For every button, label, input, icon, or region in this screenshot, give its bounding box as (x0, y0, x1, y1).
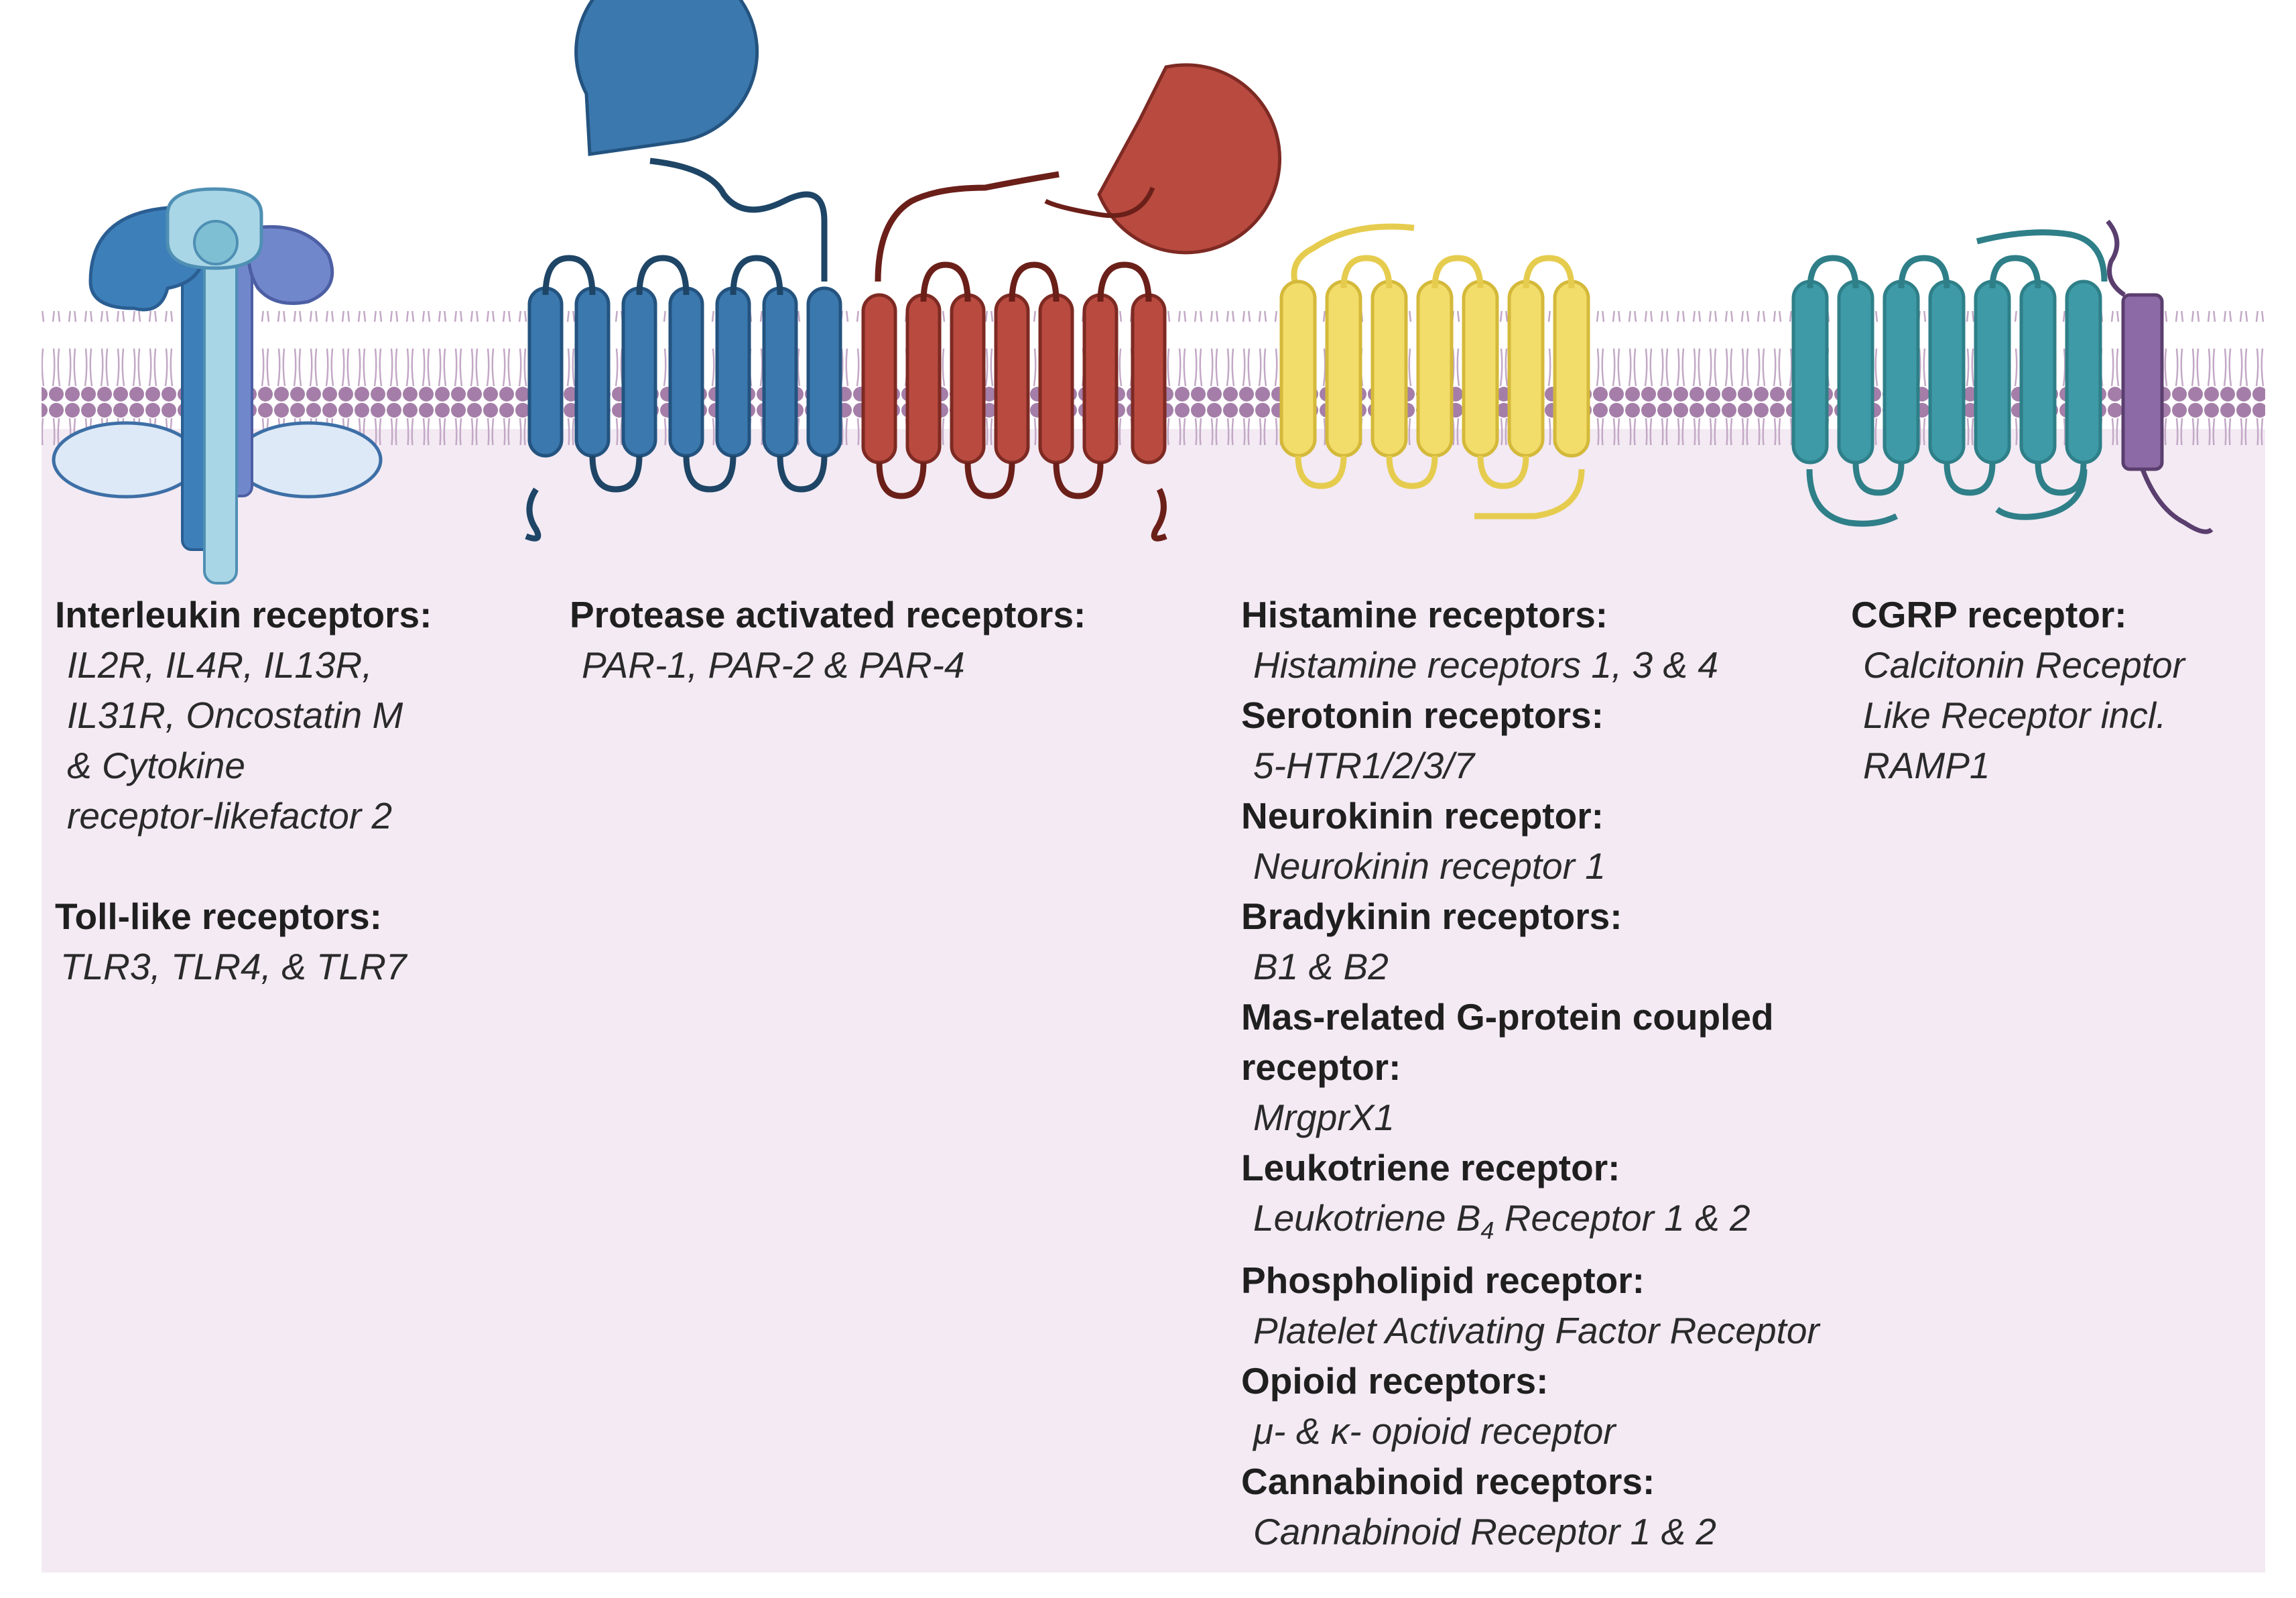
cgrp-list-line: Like Receptor incl. (1863, 694, 2167, 736)
protease-activated-receptor-blue-icon (525, 0, 842, 542)
cgrp-list-line: RAMP1 (1863, 745, 1990, 786)
cannabinoid-list: Cannabinoid Receptor 1 & 2 (1253, 1511, 1717, 1552)
cgrp-heading: CGRP receptor: (1851, 594, 2127, 635)
gpcr-text: Histamine receptors: Histamine receptors… (1241, 590, 1820, 1557)
opioid-heading: Opioid receptors: (1241, 1360, 1549, 1402)
histamine-heading: Histamine receptors: (1241, 594, 1608, 635)
protease-activated-receptor-red-icon (861, 63, 1281, 542)
cgrp-text: CGRP receptor: Calcitonin Receptor Like … (1851, 590, 2185, 791)
toll-like-heading: Toll-like receptors: (55, 896, 382, 937)
interleukin-receptor-icon (52, 187, 383, 585)
cytoplasm-background (42, 429, 2265, 1573)
bradykinin-heading: Bradykinin receptors: (1241, 896, 1622, 937)
histamine-list: Histamine receptors 1, 3 & 4 (1253, 644, 1718, 686)
opioid-list: μ- & κ- opioid receptor (1253, 1410, 1616, 1452)
mas-related-heading-line2: receptor: (1241, 1046, 1401, 1088)
mas-related-list: MrgprX1 (1253, 1097, 1395, 1138)
interleukin-list-line: IL31R, Oncostatin M (67, 694, 403, 736)
leukotriene-heading: Leukotriene receptor: (1241, 1147, 1620, 1188)
bradykinin-list: B1 & B2 (1253, 946, 1389, 987)
interleukin-list-line: & Cytokine (67, 745, 245, 786)
neurokinin-list: Neurokinin receptor 1 (1253, 845, 1606, 887)
protease-list: PAR-1, PAR-2 & PAR-4 (582, 644, 965, 686)
leukotriene-list: Leukotriene B4 Receptor 1 & 2 (1253, 1197, 1750, 1244)
interleukin-heading: Interleukin receptors: (55, 594, 432, 635)
serotonin-list: 5-HTR1/2/3/7 (1253, 745, 1475, 786)
toll-like-list: TLR3, TLR4, & TLR7 (60, 946, 407, 987)
mas-related-heading-line1: Mas-related G-protein coupled (1241, 996, 1774, 1038)
serotonin-heading: Serotonin receptors: (1241, 694, 1604, 736)
phospholipid-heading: Phospholipid receptor: (1241, 1259, 1645, 1301)
cannabinoid-heading: Cannabinoid receptors: (1241, 1461, 1655, 1502)
cgrp-list-line: Calcitonin Receptor (1863, 644, 2185, 686)
protease-text: Protease activated receptors: PAR-1, PAR… (570, 590, 1086, 690)
yellow-gpcr-icon (1279, 223, 1590, 519)
protease-heading: Protease activated receptors: (570, 594, 1086, 635)
interleukin-list-line: IL2R, IL4R, IL13R, (67, 644, 373, 686)
phospholipid-list: Platelet Activating Factor Receptor (1253, 1310, 1820, 1351)
interleukin-toll-text: Interleukin receptors: IL2R, IL4R, IL13R… (55, 590, 432, 992)
cgrp-receptor-icon (1791, 219, 2214, 534)
interleukin-list-line: receptor-likefactor 2 (67, 795, 393, 837)
neurokinin-heading: Neurokinin receptor: (1241, 795, 1604, 837)
